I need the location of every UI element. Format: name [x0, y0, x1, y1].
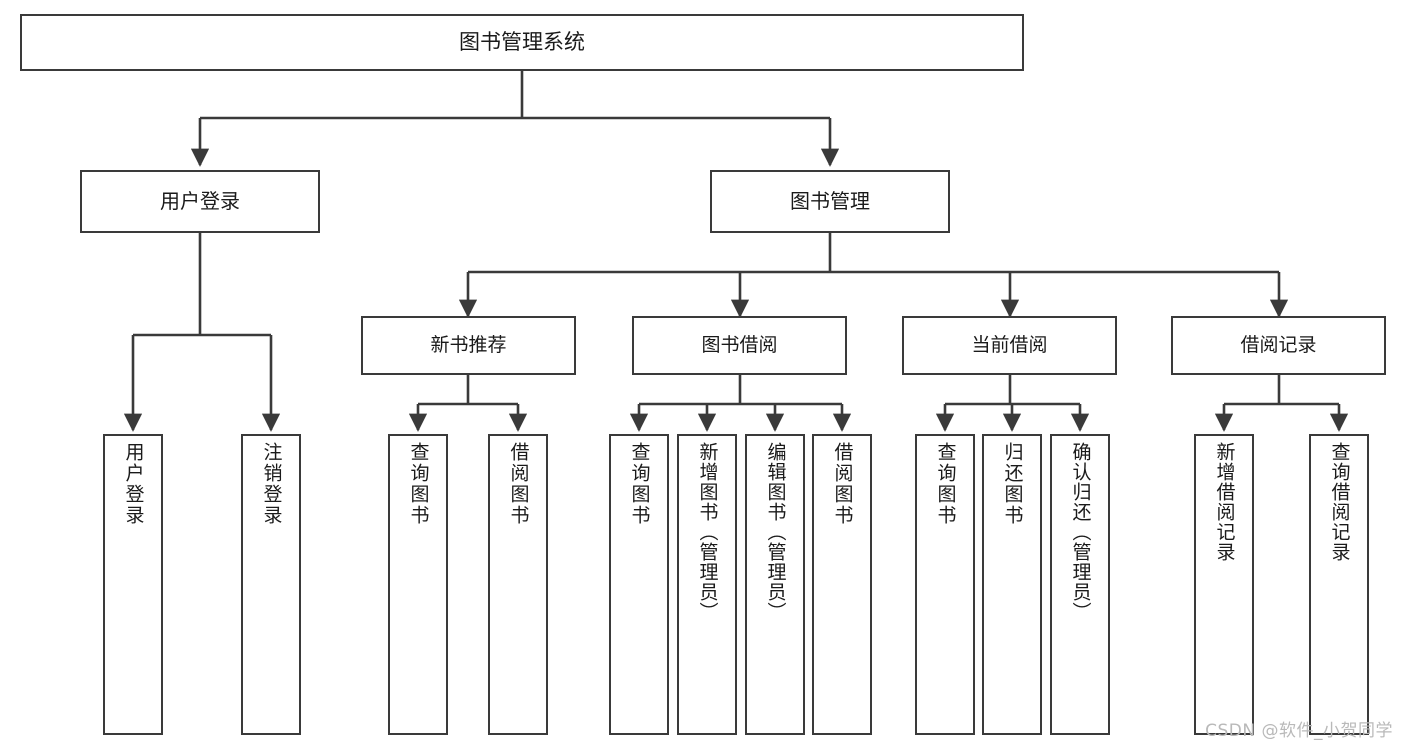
node-label: 借阅图书: [507, 442, 530, 526]
node-borrow-record[interactable]: 借阅记录: [1171, 316, 1386, 375]
node-leaf-logout[interactable]: 注销登录: [241, 434, 301, 735]
node-new-book-recommend[interactable]: 新书推荐: [361, 316, 576, 375]
node-label: 查询图书: [407, 442, 430, 526]
node-book-borrow[interactable]: 图书借阅: [632, 316, 847, 375]
node-leaf-query-borrow-record[interactable]: 查询借阅记录: [1309, 434, 1369, 735]
node-leaf-query-book-recommend[interactable]: 查询图书: [388, 434, 448, 735]
node-current-borrow[interactable]: 当前借阅: [902, 316, 1117, 375]
node-leaf-user-login[interactable]: 用户登录: [103, 434, 163, 735]
node-label: 借阅记录: [1240, 333, 1317, 356]
node-leaf-confirm-return-admin[interactable]: 确认归还（管理员）: [1050, 434, 1110, 735]
node-label: 查询图书: [628, 442, 651, 526]
node-leaf-return-book[interactable]: 归还图书: [982, 434, 1042, 735]
node-leaf-add-book-admin[interactable]: 新增图书（管理员）: [677, 434, 737, 735]
node-label: 新书推荐: [430, 333, 507, 356]
node-label: 归还图书: [1001, 442, 1024, 526]
node-label: 查询图书: [934, 442, 957, 526]
node-label: 图书管理系统: [459, 30, 585, 55]
node-label: 编辑图书（管理员）: [764, 442, 787, 622]
node-leaf-edit-book-admin[interactable]: 编辑图书（管理员）: [745, 434, 805, 735]
node-label: 查询借阅记录: [1328, 442, 1351, 562]
node-leaf-add-borrow-record[interactable]: 新增借阅记录: [1194, 434, 1254, 735]
node-label: 确认归还（管理员）: [1069, 442, 1092, 622]
node-label: 新增借阅记录: [1213, 442, 1236, 562]
node-label: 当前借阅: [971, 333, 1048, 356]
node-label: 注销登录: [260, 442, 283, 526]
node-label: 图书管理: [790, 189, 870, 213]
node-root-book-management-system[interactable]: 图书管理系统: [20, 14, 1024, 71]
node-label: 借阅图书: [831, 442, 854, 526]
node-label: 用户登录: [122, 442, 145, 526]
node-leaf-borrow-book-recommend[interactable]: 借阅图书: [488, 434, 548, 735]
node-book-management[interactable]: 图书管理: [710, 170, 950, 233]
node-leaf-query-book-current[interactable]: 查询图书: [915, 434, 975, 735]
node-leaf-borrow-book[interactable]: 借阅图书: [812, 434, 872, 735]
node-user-login[interactable]: 用户登录: [80, 170, 320, 233]
node-label: 用户登录: [160, 189, 240, 213]
node-leaf-query-book-borrow[interactable]: 查询图书: [609, 434, 669, 735]
node-label: 新增图书（管理员）: [696, 442, 719, 622]
node-label: 图书借阅: [701, 333, 778, 356]
